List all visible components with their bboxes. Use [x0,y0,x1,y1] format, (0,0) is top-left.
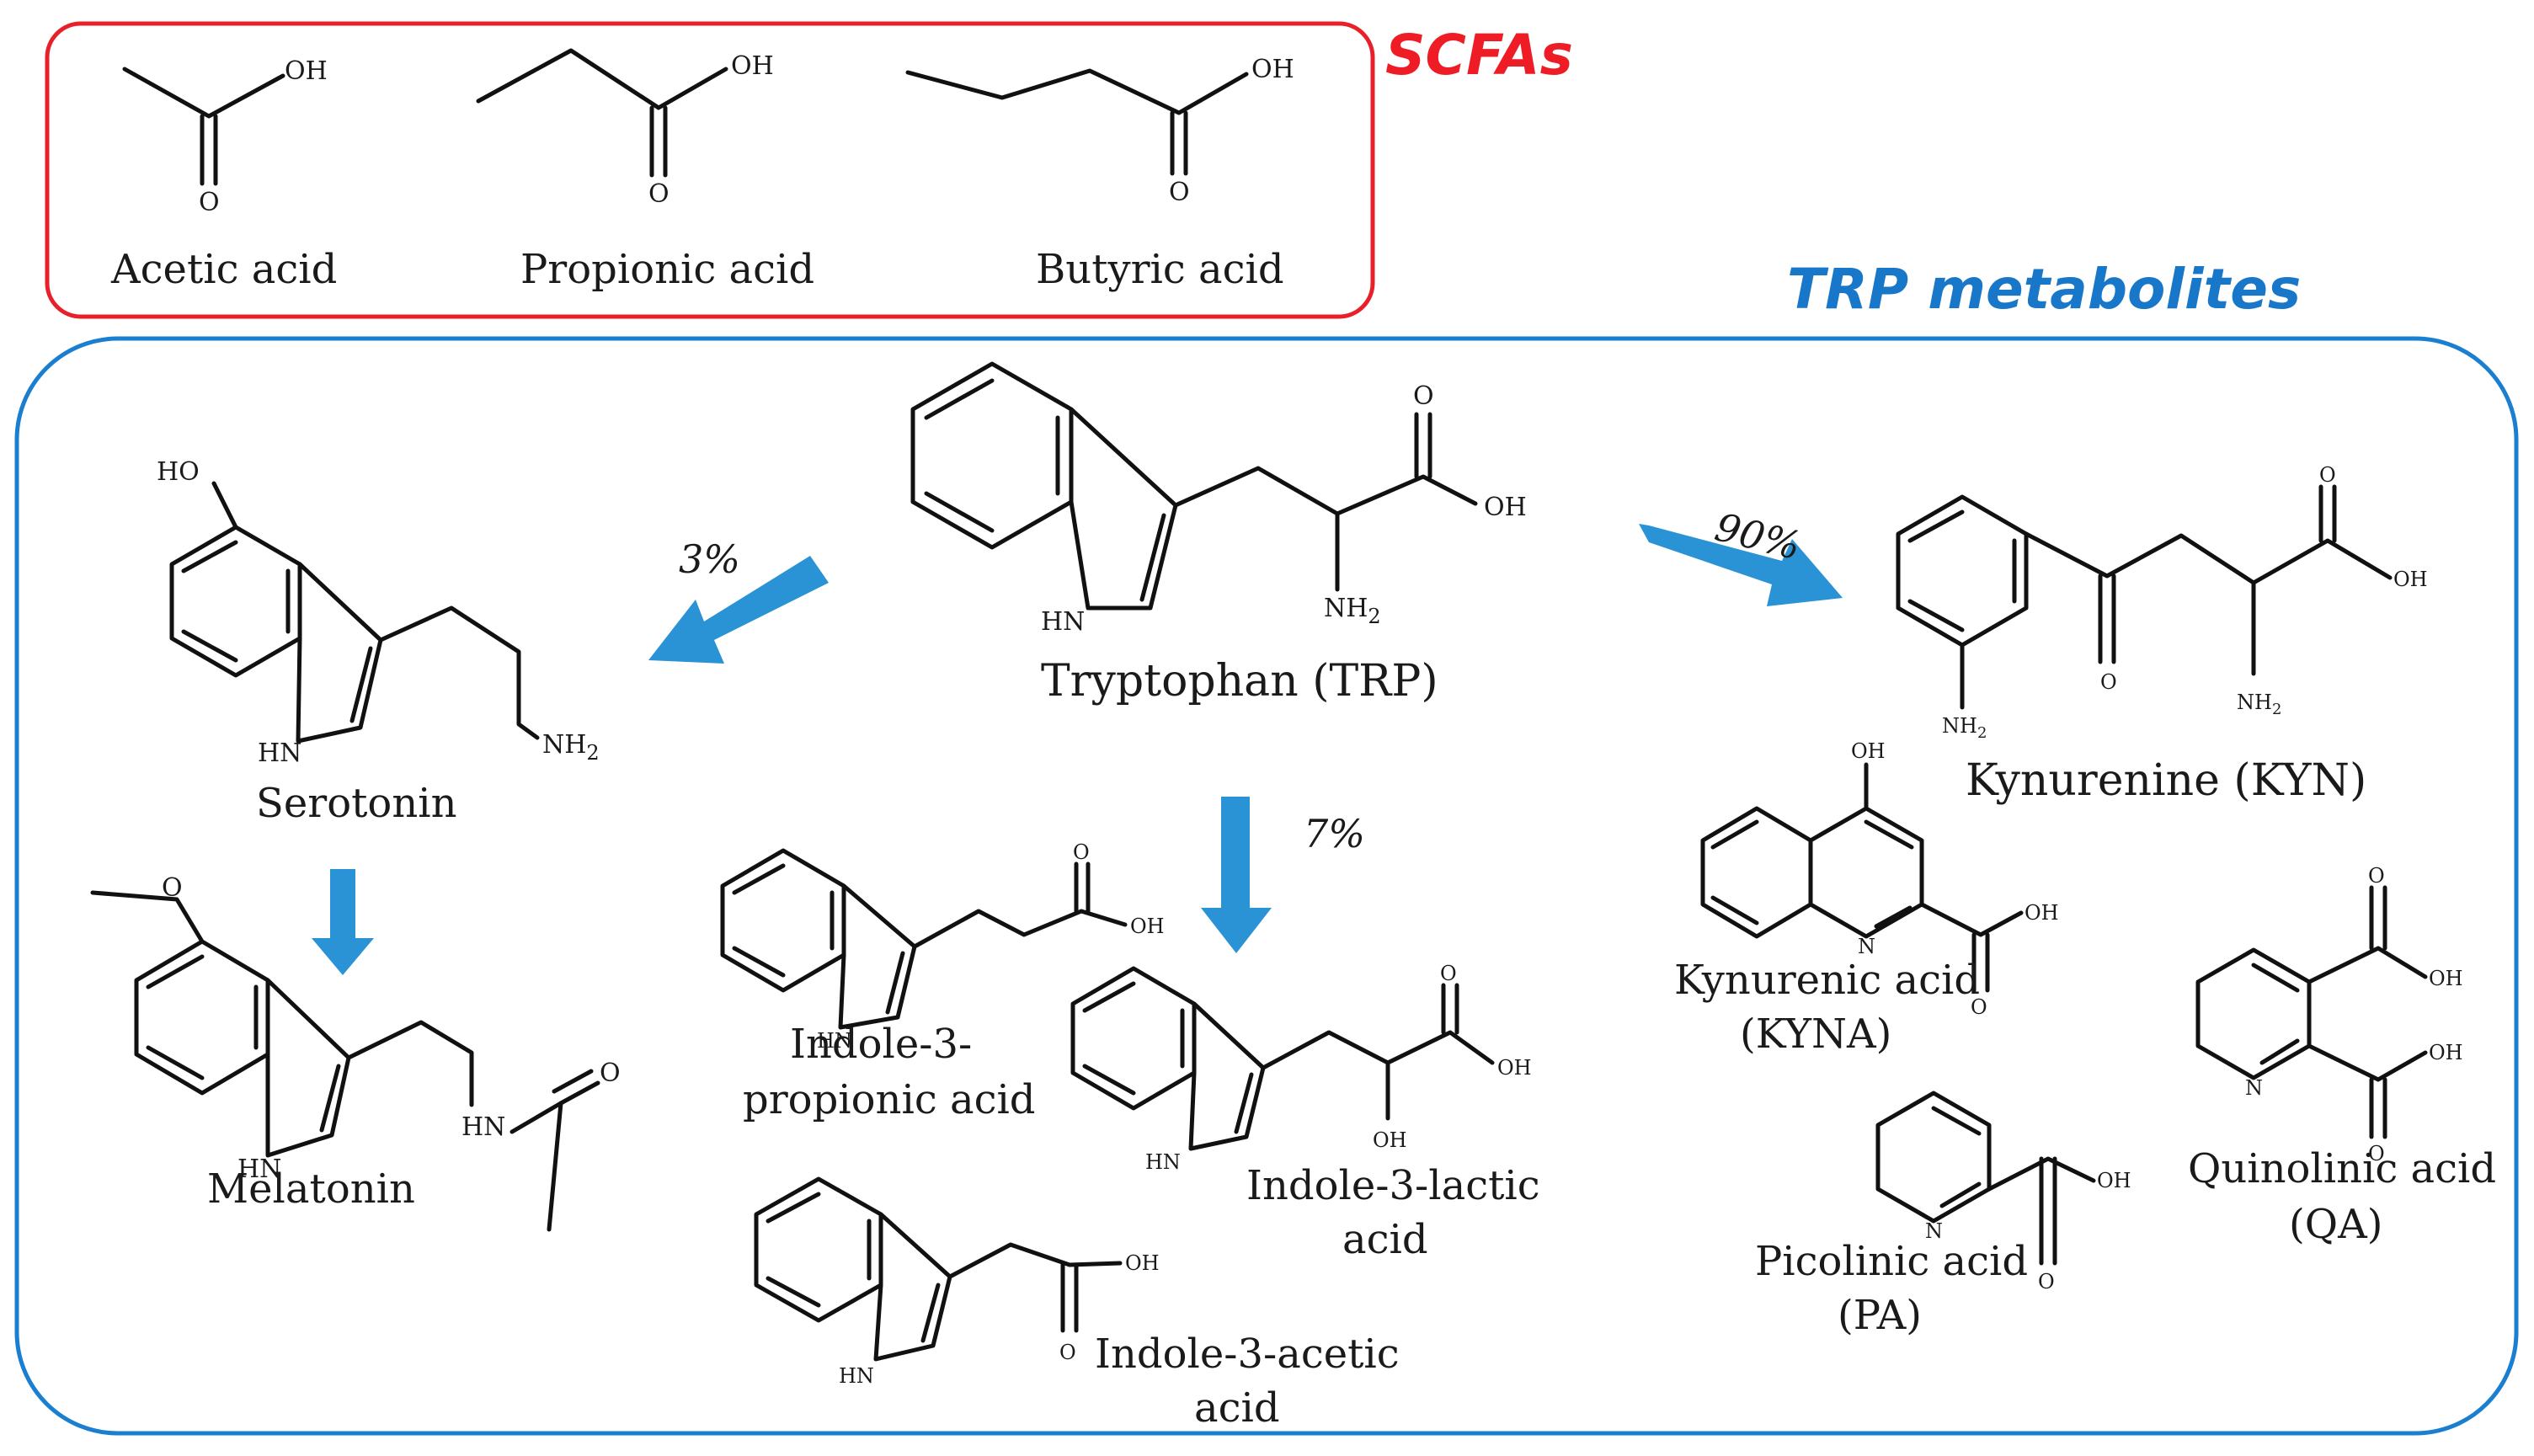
tryptophan-structure: O OH HN NH2 [910,361,1527,637]
iaa-oh-label: OH [1125,1251,1160,1275]
kyn-o-label: O [2319,463,2336,487]
serotonin-ho-label: HO [157,457,200,487]
butyric-o-label: O [1169,178,1190,207]
indole-propionic-structure: O OH HN [720,840,1165,1053]
propionic-oh-label: OH [731,51,774,81]
trp-oh-label: OH [1484,493,1527,522]
indole-acetic-label-2: acid [1194,1384,1280,1432]
ila-oh2-label: OH [1373,1128,1407,1152]
melatonin-nh-label: HN [237,1155,281,1184]
tryptophan-label: Tryptophan (TRP) [1041,656,1438,707]
ila-oh-label: OH [1497,1056,1532,1080]
indole-acetic-structure: OH O HN [754,1176,1160,1388]
trp-box-border [14,336,2519,1436]
pa-oh-label: OH [2097,1169,2131,1192]
kyn-nh2-label: NH2 [1942,714,1987,742]
propionic-acid-structure: OH O [476,48,774,209]
picolinic-label-2: (PA) [1838,1292,1922,1339]
iaa-nh-label: HN [839,1364,874,1388]
quinolinic-structure: O OH OH O N [2195,864,2463,1165]
serotonin-nh-label: HN [258,739,301,768]
butyric-acid-label: Butyric acid [1036,246,1284,293]
acetic-acid-label: Acetic acid [110,246,337,293]
melatonin-o-label: O [162,873,183,903]
serotonin-structure: HO HN NH2 [157,457,600,768]
arrow-to-indoles [1201,797,1272,953]
serotonin-nh2-label: NH2 [542,730,600,765]
quinolinic-label-2: (QA) [2289,1201,2382,1248]
ila-o-label: O [1440,962,1457,985]
kynurenic-label-2: (KYNA) [1740,1011,1891,1058]
trp-nh2-label: NH2 [1324,594,1381,628]
butyric-oh-label: OH [1251,55,1294,84]
ipa-oh-label: OH [1130,915,1165,938]
qa-n-label: N [2245,1076,2263,1100]
kynurenine-label: Kynurenine (KYN) [1966,755,2366,806]
ipa-o-label: O [1073,840,1090,864]
picolinic-structure: OH O N [1875,1091,2131,1293]
quinolinic-label-1: Quinolinic acid [2188,1145,2496,1192]
indole-lactic-label-1: Indole-3-lactic [1246,1162,1540,1209]
indole-lactic-label-2: acid [1342,1216,1428,1263]
trp-o-label: O [1413,381,1434,411]
indole-acetic-label-1: Indole-3-acetic [1095,1331,1400,1378]
acetic-oh-label: OH [285,56,328,86]
scfa-box-border [45,21,1375,319]
indole-lactic-structure: O OH OH HN [1070,962,1532,1174]
serotonin-label: Serotonin [256,780,457,827]
scfa-box: SCFAs OH O Acetic acid OH O Propionic ac… [45,21,1573,319]
qa-oh-label: OH [2429,967,2463,990]
acetic-o-label: O [199,188,220,217]
butyric-acid-structure: OH O [905,55,1294,207]
ipa-nh-label: HN [817,1029,852,1053]
melatonin-hn2-label: HN [461,1112,505,1142]
kyna-oh-top-label: OH [1851,739,1886,763]
melatonin-o2-label: O [600,1059,621,1088]
arrow-serotonin-to-melatonin [312,869,374,975]
melatonin-label: Melatonin [207,1165,415,1213]
propionic-o-label: O [648,179,670,209]
qa-o2-label: O [2368,1142,2385,1165]
scfa-title: SCFAs [1385,23,1573,88]
indole-propionic-label-1: Indole-3- [790,1021,972,1068]
serotonin-percent: 3% [679,536,740,582]
propionic-acid-label: Propionic acid [520,246,814,293]
kynurenine-structure: O OH O NH2 NH2 [1896,463,2428,742]
kyn-o2-label: O [2100,670,2117,694]
arrow-to-kynurenine [1639,524,1843,606]
arrow-to-serotonin [648,556,829,664]
pa-n-label: N [1925,1219,1943,1243]
kyna-o-label: O [1971,995,1987,1019]
picolinic-label-1: Picolinic acid [1755,1238,2028,1285]
kyn-oh-label: OH [2393,568,2428,591]
indole-propionic-label-2: propionic acid [743,1076,1036,1123]
iaa-o-label: O [1059,1341,1076,1364]
kynurenic-label-1: Kynurenic acid [1674,957,1980,1004]
kyna-n-label: N [1858,935,1875,958]
indole-percent: 7% [1304,811,1365,856]
trp-nh-label: HN [1041,607,1085,637]
trp-title: TRP metabolites [1787,257,2301,322]
ila-nh-label: HN [1145,1150,1181,1174]
pa-o-label: O [2038,1270,2055,1293]
acetic-acid-structure: OH O [122,56,328,217]
kyn-nh2b-label: NH2 [2237,691,2281,718]
kynurenic-structure: OH N OH O [1700,739,2059,1019]
kyna-oh-label: OH [2025,901,2059,925]
melatonin-structure: O HN HN O [90,873,621,1232]
qa-o-label: O [2368,864,2385,888]
qa-oh2-label: OH [2429,1041,2463,1064]
